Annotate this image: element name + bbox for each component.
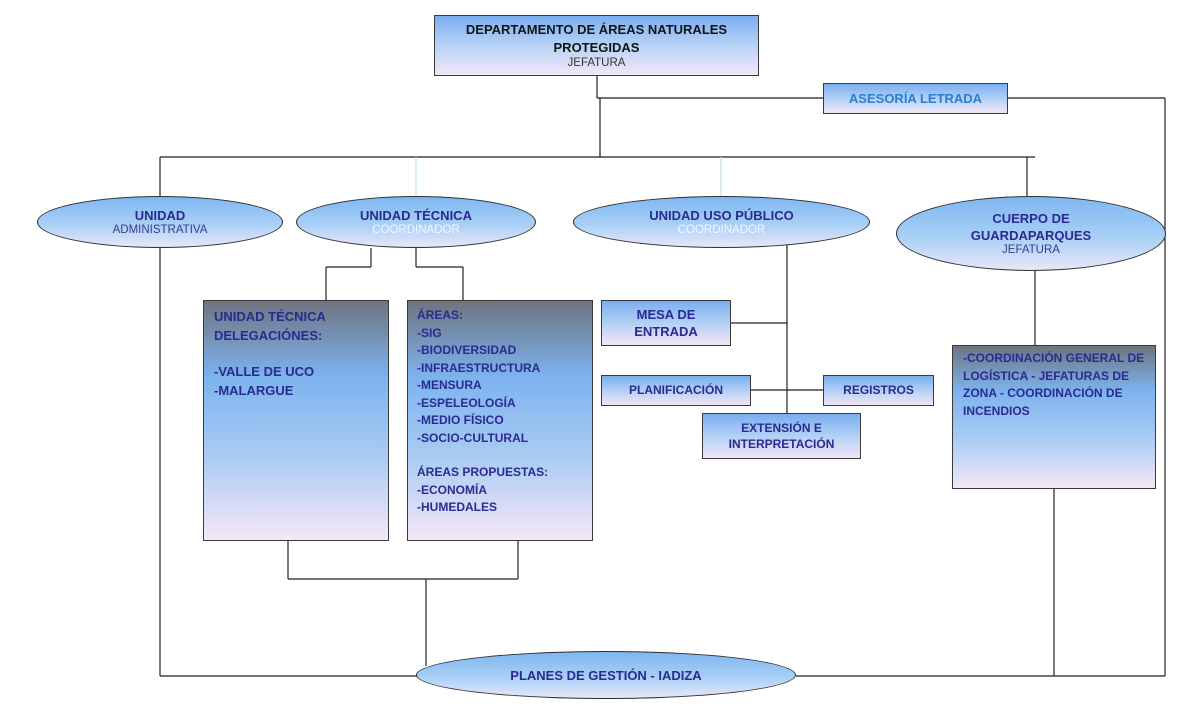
planes-de-gestion-ellipse: PLANES DE GESTIÓN - IADIZA	[416, 651, 796, 699]
mesa-line1: MESA DE	[636, 307, 696, 322]
areas-line: -ESPELEOLOGÍA	[417, 395, 516, 410]
guardaparques-line: -COORDINACIÓN GENERAL DE	[963, 351, 1145, 365]
delegaciones-line: DELEGACIÓNES:	[214, 328, 323, 343]
unidad-administrativa-title: UNIDAD	[134, 208, 186, 223]
areas-box: ÁREAS: -SIG -BIODIVERSIDAD -INFRAESTRUCT…	[407, 300, 593, 541]
areas-line: -BIODIVERSIDAD	[417, 343, 517, 357]
areas-line: -SIG	[417, 325, 442, 340]
cuerpo-guardaparques-ellipse: CUERPO DE GUARDAPARQUES JEFATURA	[896, 196, 1166, 271]
unidad-uso-publico-title: UNIDAD USO PÚBLICO	[649, 208, 794, 223]
unidad-tecnica-ellipse: UNIDAD TÉCNICA COORDINADOR	[296, 196, 536, 248]
guardaparques-subtitle: JEFATURA	[1002, 244, 1060, 256]
planes-label: PLANES DE GESTIÓN - IADIZA	[510, 667, 702, 683]
extension-box: EXTENSIÓN E INTERPRETACIÓN	[702, 413, 861, 459]
guardaparques-box: -COORDINACIÓN GENERAL DE LOGÍSTICA - JEF…	[952, 345, 1156, 489]
department-subtitle: JEFATURA	[567, 57, 626, 69]
delegaciones-box: UNIDAD TÉCNICA DELEGACIÓNES: -VALLE DE U…	[203, 300, 389, 541]
delegaciones-line: -VALLE DE UCO	[214, 364, 315, 379]
guardaparques-title-line2: GUARDAPARQUES	[970, 228, 1092, 243]
areas-line: -SOCIO-CULTURAL	[417, 430, 529, 445]
mesa-line2: ENTRADA	[634, 324, 698, 339]
areas-line: -HUMEDALES	[417, 500, 497, 514]
areas-line: -INFRAESTRUCTURA	[417, 360, 541, 375]
unidad-uso-publico-subtitle: COORDINADOR	[677, 224, 766, 236]
delegaciones-line: UNIDAD TÉCNICA	[214, 309, 326, 324]
guardaparques-line: INCENDIOS	[963, 403, 1030, 418]
guardaparques-line: - JEFATURAS DE ZONA	[963, 368, 1130, 401]
areas-line: -MENSURA	[417, 378, 482, 392]
delegaciones-line: -MALARGUE	[214, 383, 294, 398]
unidad-uso-publico-ellipse: UNIDAD USO PÚBLICO COORDINADOR	[573, 196, 870, 248]
registros-label: REGISTROS	[843, 383, 914, 397]
areas-line: ÁREAS PROPUESTAS:	[417, 465, 549, 479]
unidad-administrativa-ellipse: UNIDAD ADMINISTRATIVA	[37, 196, 283, 248]
areas-line: ÁREAS:	[417, 308, 464, 322]
unidad-tecnica-subtitle: COORDINADOR	[372, 224, 460, 236]
asesoria-label: ASESORÍA LETRADA	[848, 91, 983, 106]
extension-line2: INTERPRETACIÓN	[728, 437, 835, 451]
mesa-de-entrada-box: MESA DE ENTRADA	[601, 300, 731, 346]
department-title-line1: DEPARTAMENTO DE ÁREAS NATURALES	[465, 22, 728, 37]
areas-line: -ECONOMÍA	[417, 482, 487, 497]
guardaparques-line: - COORDINACIÓN DE	[999, 386, 1123, 400]
planificacion-label: PLANIFICACIÓN	[629, 383, 723, 397]
guardaparques-title-line1: CUERPO DE	[992, 211, 1070, 226]
planificacion-box: PLANIFICACIÓN	[601, 375, 751, 406]
registros-box: REGISTROS	[823, 375, 934, 406]
department-box: DEPARTAMENTO DE ÁREAS NATURALES PROTEGID…	[434, 15, 759, 76]
spacer	[417, 447, 583, 464]
spacer	[214, 345, 378, 362]
guardaparques-line: LOGÍSTICA	[963, 368, 1028, 383]
unidad-tecnica-title: UNIDAD TÉCNICA	[360, 208, 472, 223]
unidad-administrativa-subtitle: ADMINISTRATIVA	[112, 224, 208, 236]
areas-line: -MEDIO FÍSICO	[417, 413, 504, 427]
department-title-line2: PROTEGIDAS	[553, 40, 640, 55]
extension-line1: EXTENSIÓN E	[741, 421, 822, 435]
asesoria-box: ASESORÍA LETRADA	[823, 83, 1008, 114]
